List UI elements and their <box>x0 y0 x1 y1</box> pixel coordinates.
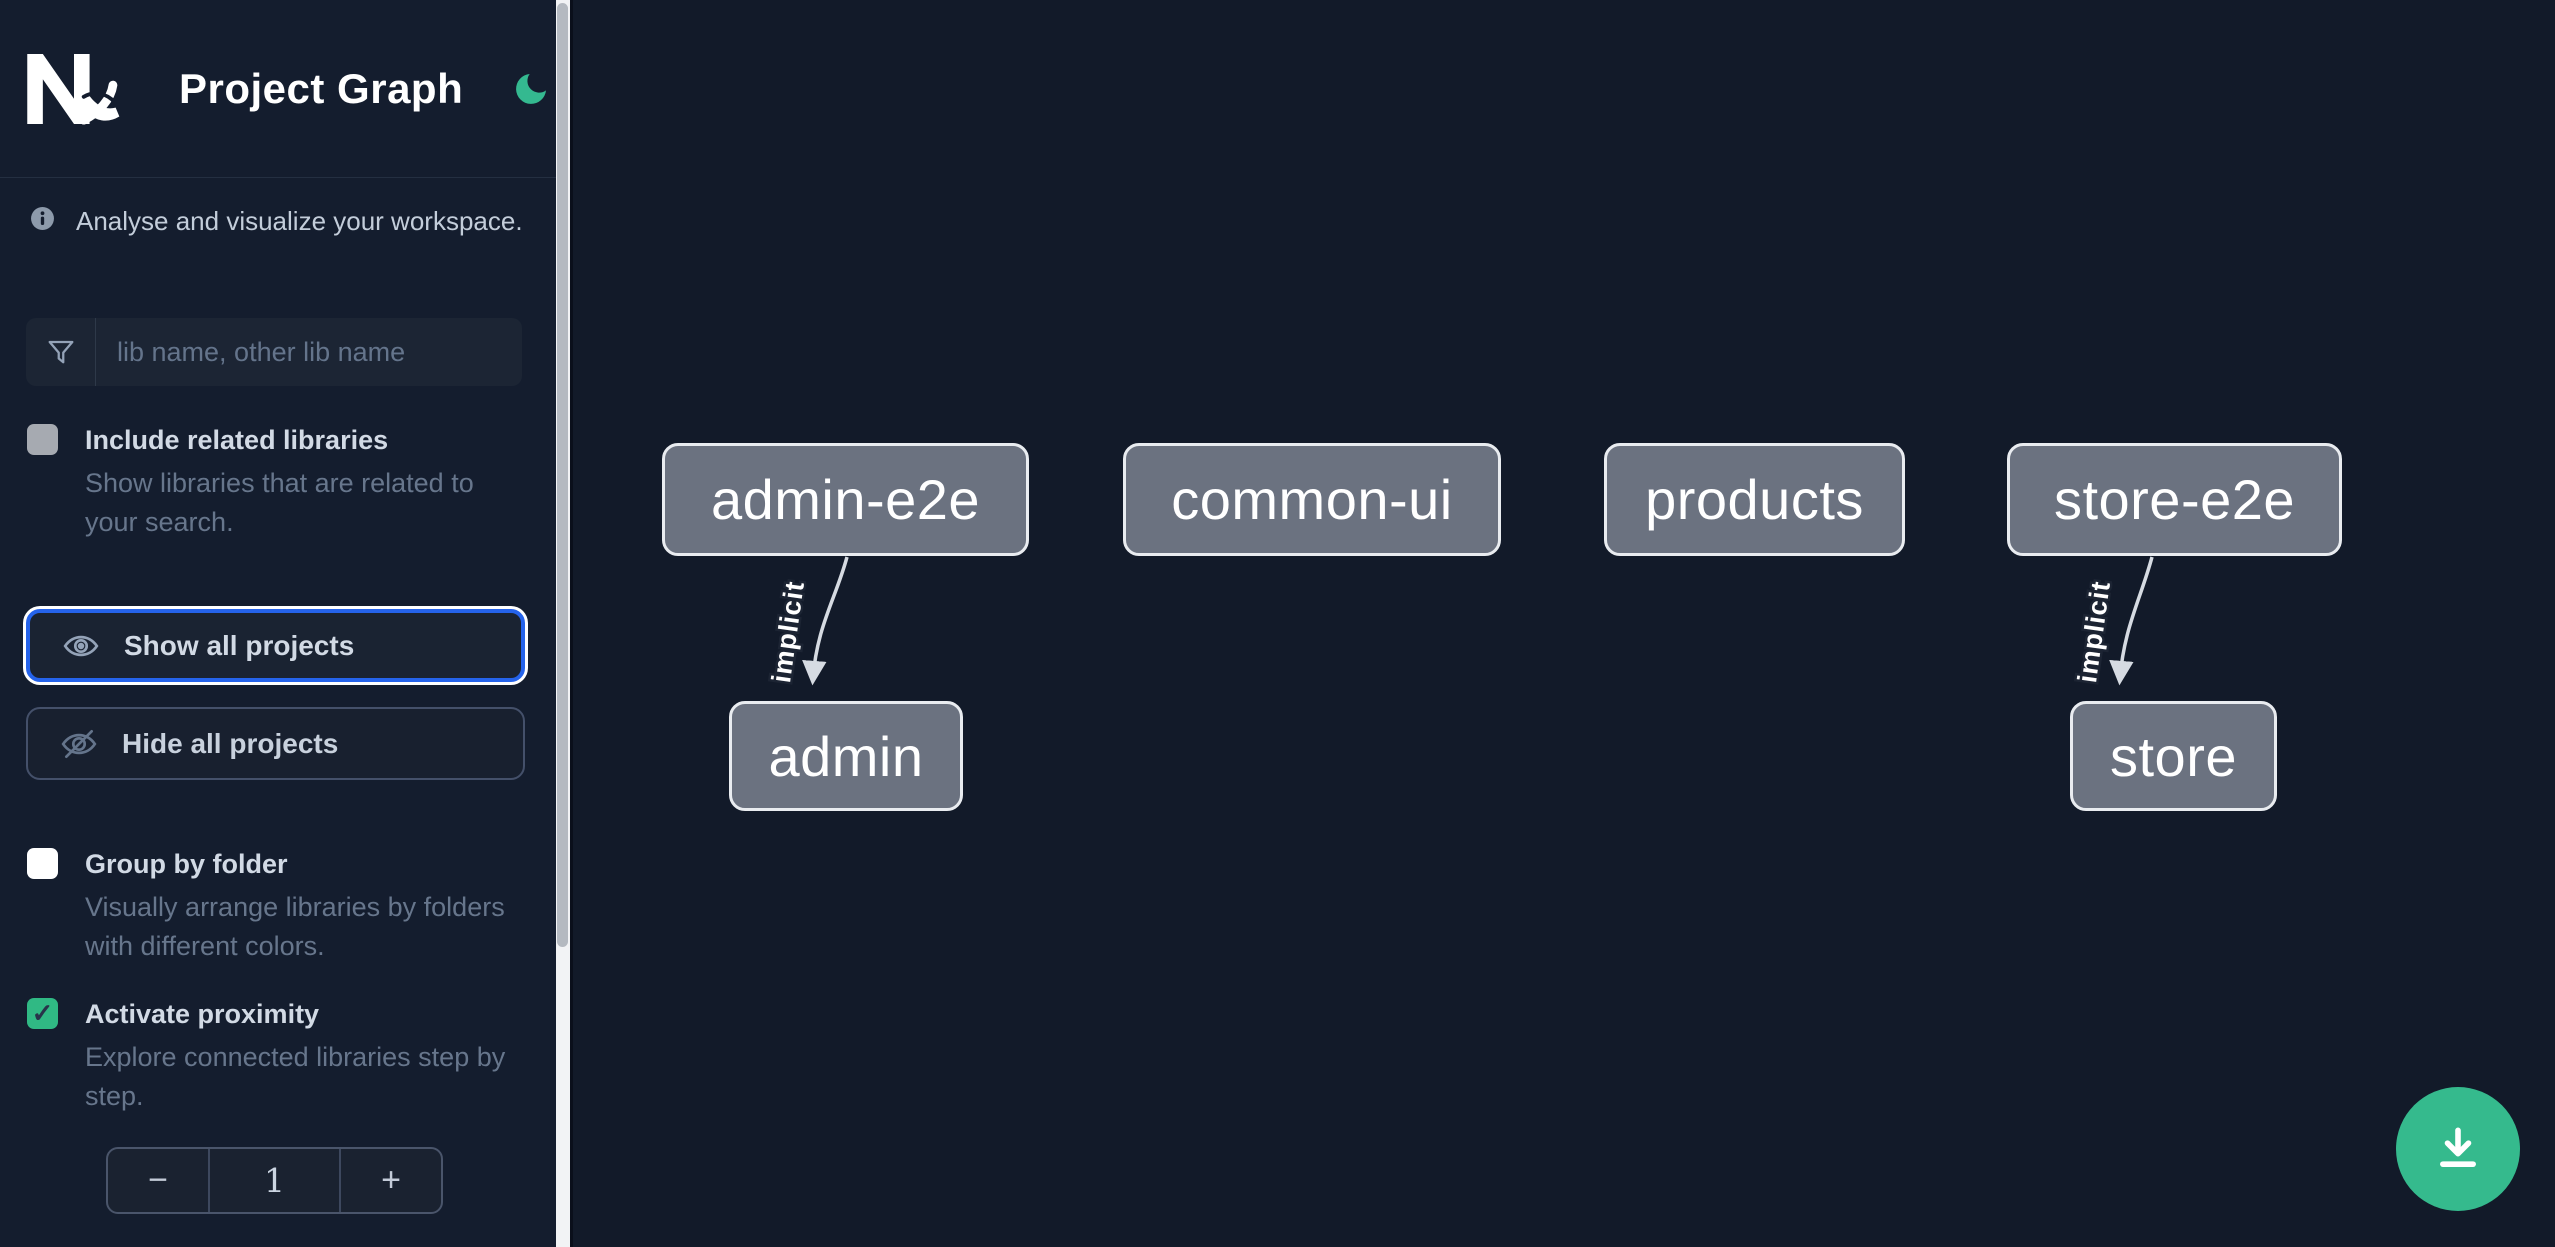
graph-node-common-ui[interactable]: common-ui <box>1123 443 1501 556</box>
download-graph-button[interactable] <box>2396 1087 2520 1211</box>
proximity-increment-button[interactable]: + <box>381 1161 401 1199</box>
moon-icon <box>516 73 547 104</box>
show-all-projects-button[interactable]: Show all projects <box>26 609 525 682</box>
header-divider <box>0 177 556 178</box>
info-icon <box>31 207 54 230</box>
graph-node-store[interactable]: store <box>2070 701 2277 811</box>
eye-off-icon <box>61 729 97 758</box>
activate-proximity-label: Activate proximity <box>85 999 320 1029</box>
download-icon <box>2440 1127 2476 1167</box>
activate-proximity-description: Explore connected libraries step by step… <box>85 1042 506 1111</box>
include-related-label: Include related libraries <box>85 425 389 455</box>
workspace-info-text: Analyse and visualize your workspace. <box>76 206 523 236</box>
proximity-stepper: − 1 + <box>106 1147 443 1214</box>
graph-node-store-e2e[interactable]: store-e2e <box>2007 443 2342 556</box>
group-by-folder-description: Visually arrange libraries by folders wi… <box>85 892 505 961</box>
group-by-folder-label: Group by folder <box>85 849 288 879</box>
project-graph-canvas[interactable] <box>573 0 2555 1247</box>
proximity-value: 1 <box>208 1149 341 1212</box>
group-by-folder-row: Group by folder Visually arrange librari… <box>27 848 527 966</box>
sidebar: Project Graph Analyse and visualize your… <box>0 0 556 1247</box>
theme-toggle-button[interactable] <box>511 69 551 109</box>
hide-all-projects-button[interactable]: Hide all projects <box>26 707 525 780</box>
eye-icon <box>63 635 99 656</box>
sidebar-scrollbar[interactable] <box>556 0 570 1247</box>
sidebar-scrollbar-thumb[interactable] <box>557 3 568 947</box>
workspace-info: Analyse and visualize your workspace. <box>30 204 530 238</box>
show-all-projects-label: Show all projects <box>124 629 355 661</box>
checkmark-icon: ✓ <box>31 997 54 1028</box>
hide-all-projects-label: Hide all projects <box>122 727 339 759</box>
graph-node-admin[interactable]: admin <box>729 701 963 811</box>
search-input[interactable] <box>96 318 522 386</box>
nx-logo <box>27 53 120 125</box>
filter-icon <box>48 340 73 364</box>
page-title: Project Graph <box>179 64 464 112</box>
include-related-checkbox[interactable] <box>27 424 58 455</box>
filter-icon-cell <box>26 318 96 386</box>
include-related-row: Include related libraries Show libraries… <box>27 424 527 542</box>
activate-proximity-row: ✓ Activate proximity Explore connected l… <box>27 998 527 1116</box>
activate-proximity-checkbox[interactable]: ✓ <box>27 998 58 1029</box>
include-related-description: Show libraries that are related to your … <box>85 468 474 537</box>
sidebar-header: Project Graph <box>0 0 556 177</box>
group-by-folder-checkbox[interactable] <box>27 848 58 879</box>
filter-search <box>26 318 522 386</box>
sidebar-canvas-divider <box>570 0 573 1247</box>
proximity-decrement-button[interactable]: − <box>148 1161 168 1199</box>
graph-node-admin-e2e[interactable]: admin-e2e <box>662 443 1029 556</box>
graph-node-products[interactable]: products <box>1604 443 1905 556</box>
